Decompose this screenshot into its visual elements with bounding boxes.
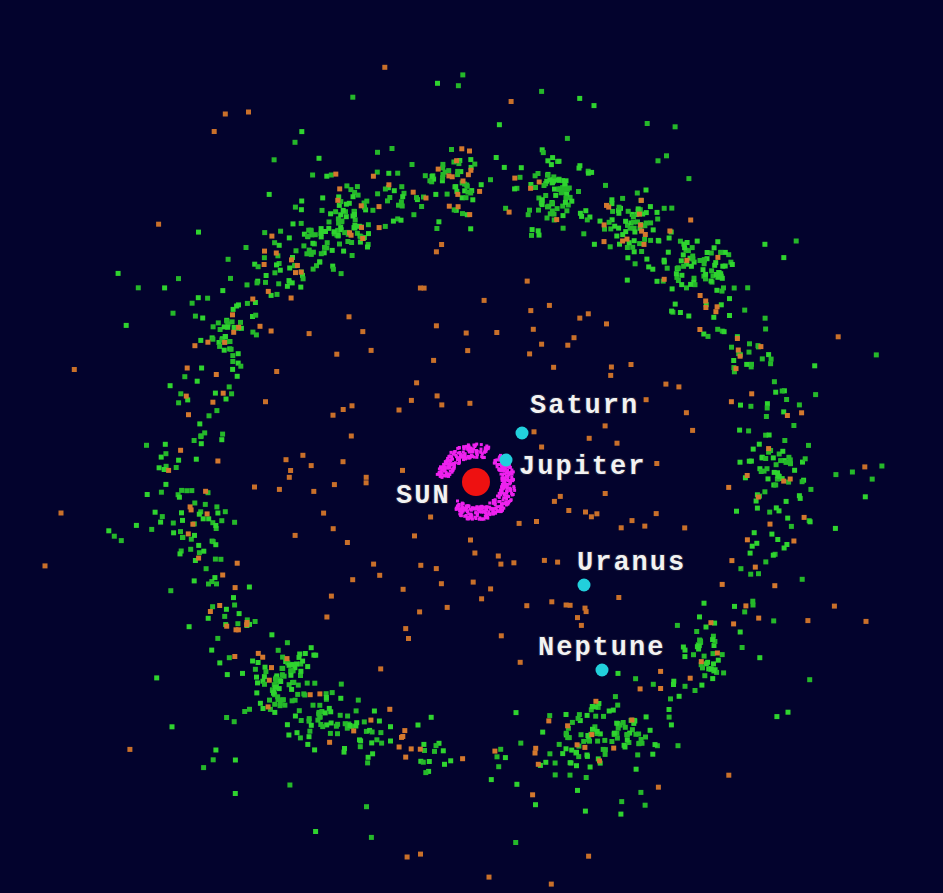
planet-label: SUN	[396, 482, 451, 510]
uranus-dot	[578, 579, 591, 592]
planet-label: Jupiter	[519, 453, 646, 481]
sun-disc	[462, 468, 490, 496]
planet-label: Uranus	[577, 549, 686, 577]
saturn-dot	[516, 427, 529, 440]
kuiper-belt-objects	[43, 65, 885, 887]
planet-label: Saturn	[530, 392, 639, 420]
planet-label: Neptune	[538, 634, 665, 662]
neptune-dot	[596, 664, 609, 677]
jupiter-dot	[500, 454, 513, 467]
